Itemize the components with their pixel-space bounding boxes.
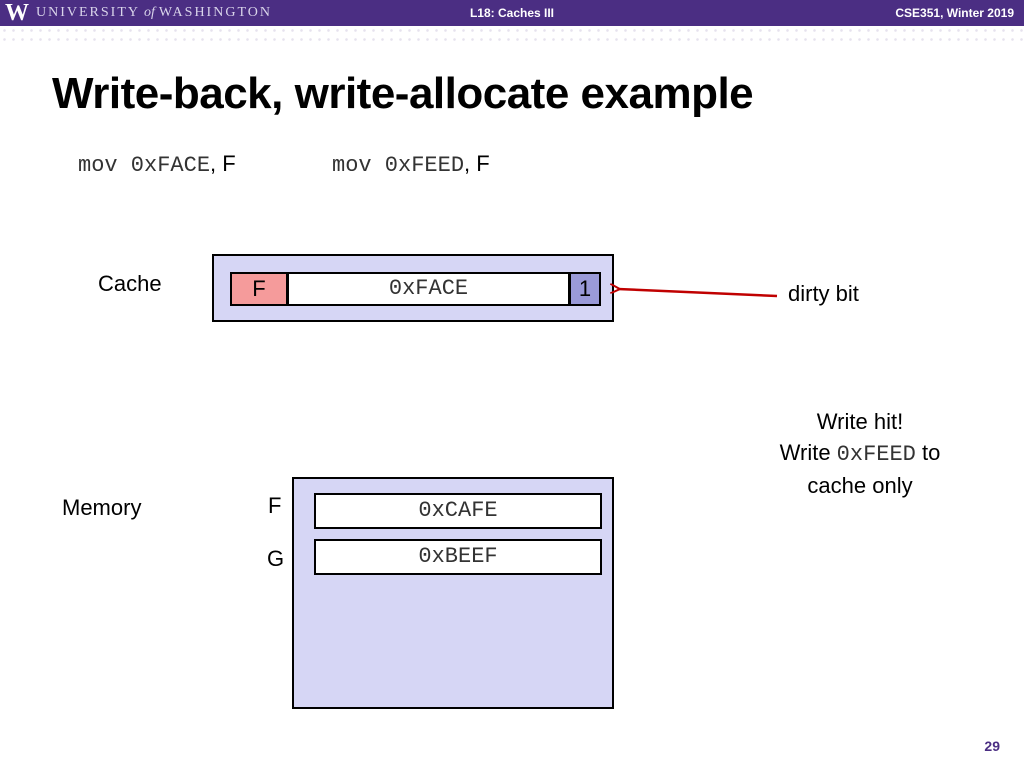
cache-tag: F xyxy=(232,274,289,304)
wordmark-university: UNIVERSITY xyxy=(36,5,140,20)
uw-logo-w: W xyxy=(5,0,29,26)
lecture-title: L18: Caches III xyxy=(469,6,555,20)
cache-label: Cache xyxy=(98,271,162,296)
memory-addr-g: G xyxy=(267,546,285,571)
note-line-1: Write hit! xyxy=(816,409,904,434)
note-line-2-pre: Write xyxy=(779,440,837,465)
cache-dirty-bit: 1 xyxy=(568,274,599,304)
memory-cell-g: 0xBEEF xyxy=(314,539,602,575)
instruction-1-dest: , F xyxy=(210,151,236,176)
slide-title: Write-back, write-allocate example xyxy=(52,69,754,118)
cache-value: 0xFACE xyxy=(289,274,568,304)
page-number: 29 xyxy=(984,738,1000,754)
note-line-2-post: to xyxy=(915,440,941,465)
note-line-2: Write 0xFEED to xyxy=(740,437,980,470)
instruction-2-op: mov 0xFEED xyxy=(332,153,465,178)
instruction-1-op: mov 0xFACE xyxy=(78,153,211,178)
memory-label: Memory xyxy=(62,495,142,520)
instruction-1: mov 0xFACE, F xyxy=(78,150,236,180)
dot-pattern-band xyxy=(0,26,1024,44)
instruction-2-dest: , F xyxy=(464,151,490,176)
note-line-3: cache only xyxy=(807,473,913,498)
cache-line: F 0xFACE 1 xyxy=(230,272,601,306)
arrow-line xyxy=(618,289,778,298)
wordmark-washington: WASHINGTON xyxy=(158,5,272,20)
note-line-2-code: 0xFEED xyxy=(836,442,916,467)
write-hit-note: Write hit! Write 0xFEED to cache only xyxy=(740,406,980,501)
memory-cell-f: 0xCAFE xyxy=(314,493,602,529)
dirty-bit-label: dirty bit xyxy=(788,281,859,306)
instruction-2: mov 0xFEED, F xyxy=(332,150,490,180)
course-name: CSE351, Winter 2019 xyxy=(895,6,1014,20)
memory-addr-f: F xyxy=(268,493,282,518)
wordmark-of: of xyxy=(144,5,155,20)
